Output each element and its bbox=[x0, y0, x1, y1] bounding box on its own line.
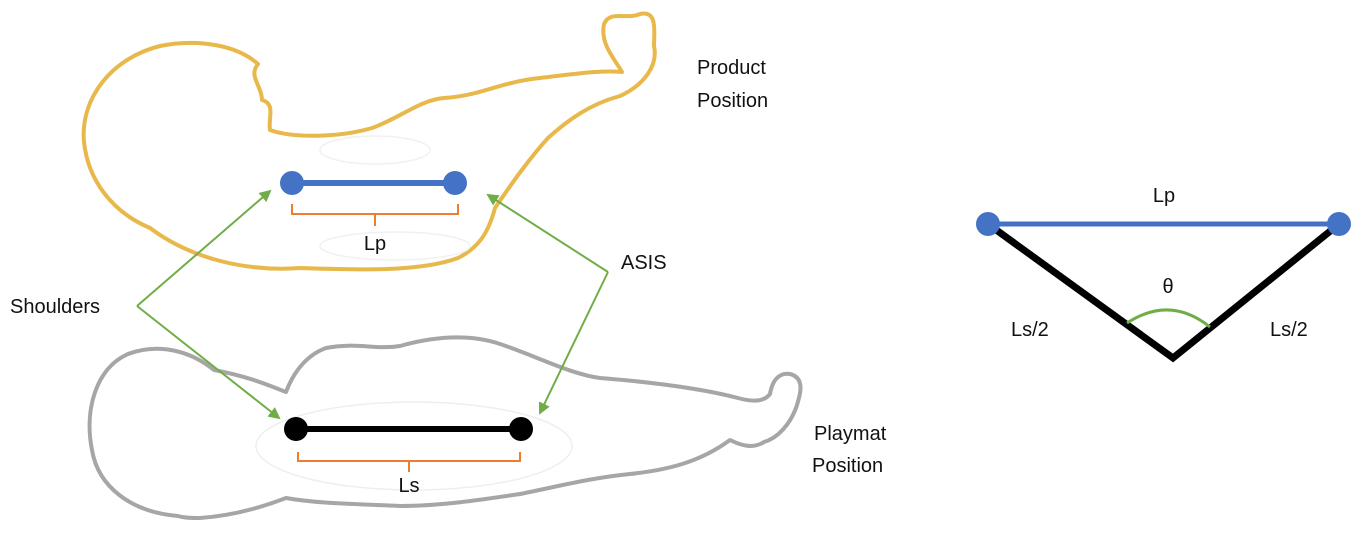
theta-label: θ bbox=[1162, 276, 1173, 298]
asis-arrow-to-lp bbox=[486, 193, 609, 273]
playmat-position-figure bbox=[87, 335, 803, 520]
lp-right-point bbox=[443, 171, 467, 195]
shoulders-arrow-to-lp bbox=[136, 189, 272, 307]
triangle-lp-label: Lp bbox=[1153, 185, 1175, 207]
lp-left-point bbox=[280, 171, 304, 195]
angle-triangle: Lp θ Ls/2 Ls/2 bbox=[976, 185, 1351, 363]
playmat-infant-outline bbox=[87, 335, 803, 520]
shoulders-arrow-to-ls bbox=[136, 305, 281, 420]
ls-segment-group: Ls bbox=[284, 417, 533, 497]
playmat-mat-ghost bbox=[255, 401, 573, 491]
asis-arrows bbox=[486, 193, 609, 415]
product-position-label-line1: Product bbox=[697, 57, 766, 79]
shoulders-label: Shoulders bbox=[10, 296, 100, 318]
ls-label: Ls bbox=[398, 475, 419, 497]
playmat-position-label-line1: Playmat bbox=[814, 423, 887, 445]
triangle-right-side-label: Ls/2 bbox=[1270, 319, 1308, 341]
product-position-label-line2: Position bbox=[697, 90, 768, 112]
triangle-left-point bbox=[976, 212, 1000, 236]
triangle-ls-sides bbox=[985, 221, 1342, 363]
lp-segment-group: Lp bbox=[280, 171, 467, 255]
lp-label: Lp bbox=[364, 233, 386, 255]
product-torso-ghost bbox=[319, 135, 431, 165]
ls-right-point bbox=[509, 417, 533, 441]
shoulders-arrows bbox=[136, 189, 281, 420]
triangle-left-side-label: Ls/2 bbox=[1011, 319, 1049, 341]
product-infant-outline bbox=[81, 11, 657, 272]
theta-angle-arc bbox=[1126, 308, 1211, 329]
lp-bracket bbox=[291, 204, 459, 226]
triangle-right-point bbox=[1327, 212, 1351, 236]
asis-label: ASIS bbox=[621, 252, 667, 274]
playmat-position-label-line2: Position bbox=[812, 455, 883, 477]
product-position-figure bbox=[81, 11, 657, 272]
product-hip-ghost bbox=[319, 231, 471, 261]
ls-left-point bbox=[284, 417, 308, 441]
asis-arrow-to-ls bbox=[538, 271, 609, 415]
ls-bracket bbox=[297, 452, 521, 472]
